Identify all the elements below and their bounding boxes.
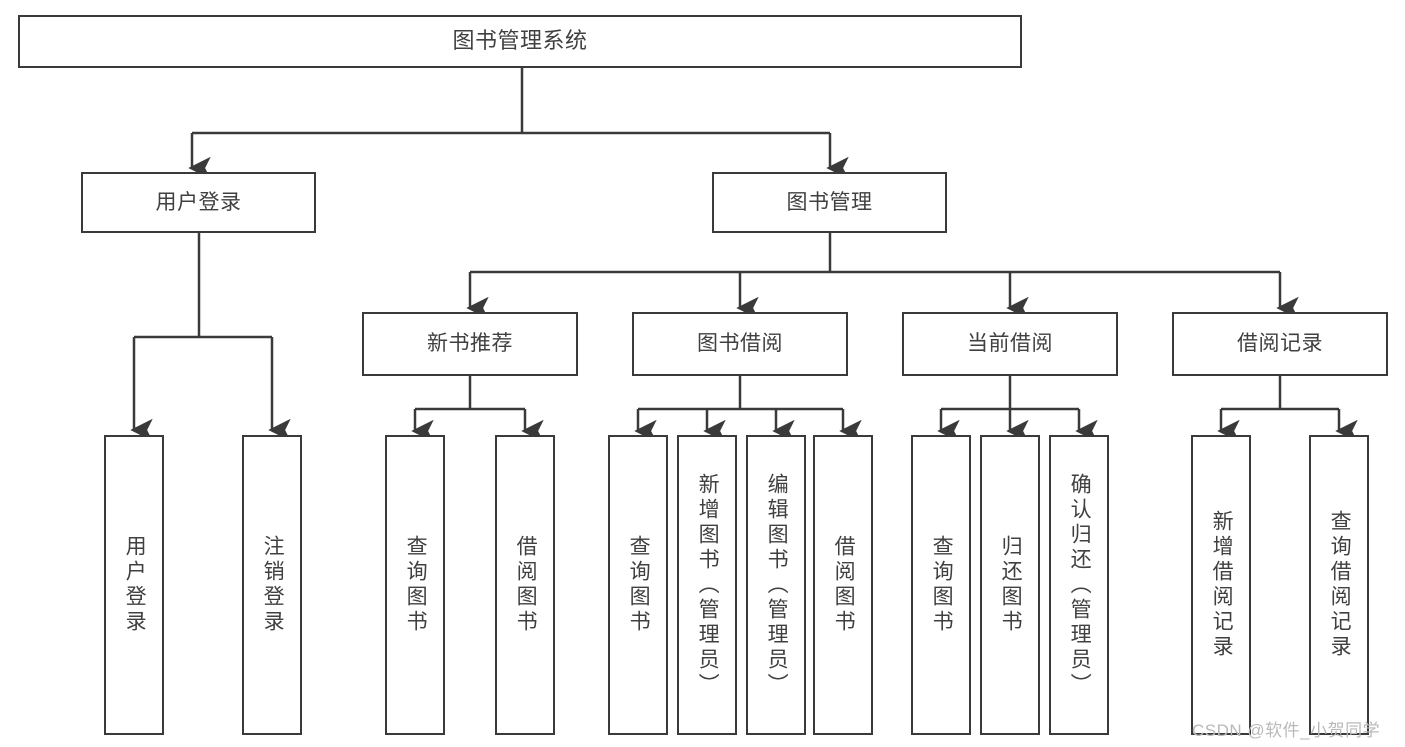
node-label: 查询图书 — [930, 535, 954, 635]
node-leaf-query-borrow-record[interactable]: 查询借阅记录 — [1309, 435, 1369, 735]
node-leaf-confirm-return-admin[interactable]: 确认归还（管理员） — [1049, 435, 1109, 735]
node-borrow-record[interactable]: 借阅记录 — [1172, 312, 1388, 376]
node-label: 借阅图书 — [832, 535, 856, 635]
node-root-book-management-system[interactable]: 图书管理系统 — [18, 15, 1022, 68]
node-label: 注销登录 — [261, 535, 285, 635]
node-book-borrow[interactable]: 图书借阅 — [632, 312, 848, 376]
node-new-book-recommend[interactable]: 新书推荐 — [362, 312, 578, 376]
csdn-watermark: CSDN @软件_小贺同学 — [1192, 721, 1381, 740]
node-label: 新书推荐 — [427, 332, 513, 356]
node-label: 查询图书 — [627, 535, 651, 635]
node-label: 新增借阅记录 — [1210, 510, 1234, 660]
node-label: 编辑图书（管理员） — [765, 472, 789, 698]
node-leaf-borrow-book-recommend[interactable]: 借阅图书 — [495, 435, 555, 735]
node-label: 图书管理系统 — [452, 28, 588, 54]
node-leaf-borrow-book[interactable]: 借阅图书 — [813, 435, 873, 735]
node-book-management[interactable]: 图书管理 — [712, 172, 947, 233]
node-label: 用户登录 — [123, 535, 147, 635]
node-current-borrow[interactable]: 当前借阅 — [902, 312, 1118, 376]
node-leaf-edit-book-admin[interactable]: 编辑图书（管理员） — [746, 435, 806, 735]
node-leaf-user-login[interactable]: 用户登录 — [104, 435, 164, 735]
node-label: 借阅图书 — [514, 535, 538, 635]
node-label: 归还图书 — [999, 535, 1023, 635]
node-label: 当前借阅 — [967, 332, 1053, 356]
node-leaf-query-book-recommend[interactable]: 查询图书 — [385, 435, 445, 735]
node-leaf-query-book-current[interactable]: 查询图书 — [911, 435, 971, 735]
node-label: 用户登录 — [155, 190, 242, 214]
node-label: 图书管理 — [786, 190, 873, 214]
node-label: 查询借阅记录 — [1328, 510, 1352, 660]
node-label: 查询图书 — [404, 535, 428, 635]
node-user-login[interactable]: 用户登录 — [81, 172, 316, 233]
node-label: 确认归还（管理员） — [1068, 472, 1092, 698]
node-leaf-query-book-borrow[interactable]: 查询图书 — [608, 435, 668, 735]
node-label: 新增图书（管理员） — [696, 472, 720, 698]
node-label: 借阅记录 — [1237, 332, 1323, 356]
node-label: 图书借阅 — [697, 332, 783, 356]
node-leaf-logout-login[interactable]: 注销登录 — [242, 435, 302, 735]
node-leaf-add-borrow-record[interactable]: 新增借阅记录 — [1191, 435, 1251, 735]
node-leaf-add-book-admin[interactable]: 新增图书（管理员） — [677, 435, 737, 735]
node-leaf-return-book[interactable]: 归还图书 — [980, 435, 1040, 735]
